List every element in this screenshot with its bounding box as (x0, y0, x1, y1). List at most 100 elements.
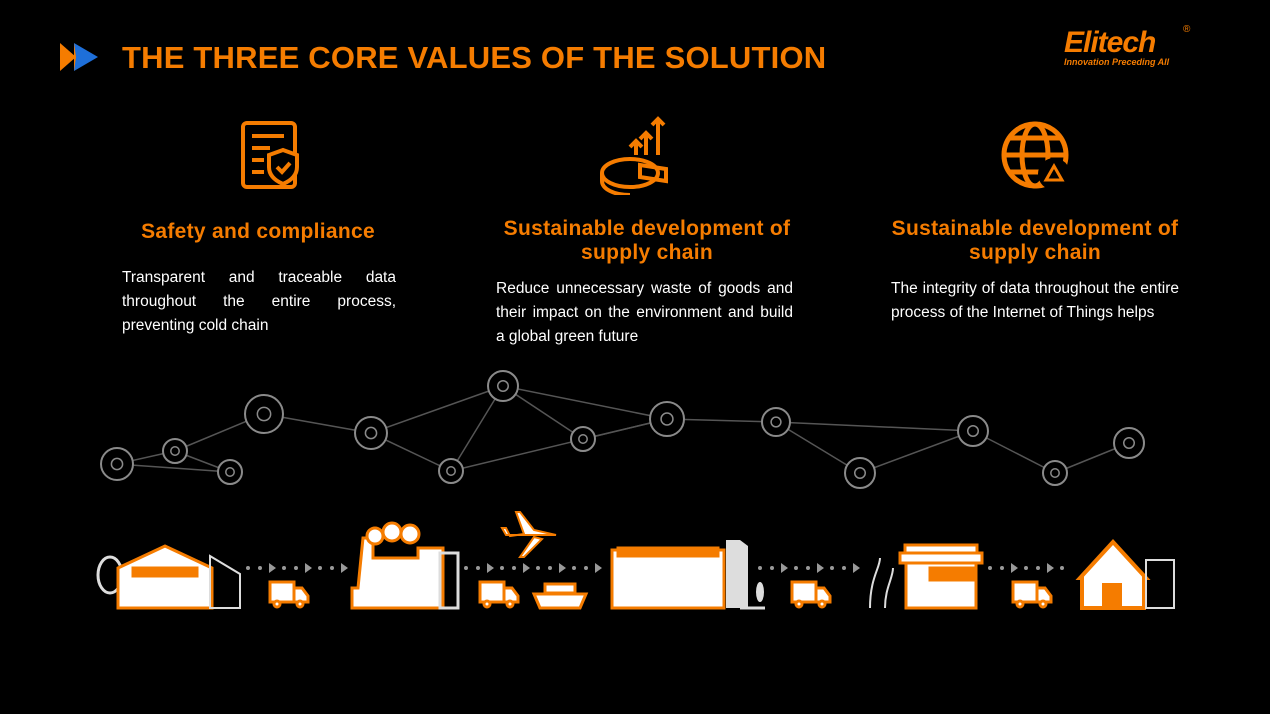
sensor-glyph (1123, 437, 1135, 449)
flow-arrow-icon (1047, 563, 1054, 573)
flow-dot (794, 566, 798, 570)
flow-dot (318, 566, 322, 570)
value-text: The integrity of data throughout the ent… (891, 280, 1179, 321)
flow-dot (584, 566, 588, 570)
flow-dot (476, 566, 480, 570)
flow-dot (536, 566, 540, 570)
flow-dot (258, 566, 262, 570)
flow-dot (512, 566, 516, 570)
warehouse-icon (96, 544, 241, 610)
sensor-glyph (170, 446, 180, 456)
value-safety: Safety and compliance Transparent and tr… (108, 220, 408, 338)
airplane-icon (500, 511, 557, 558)
value-sustainable-2: Sustainable development of supply chain … (885, 217, 1185, 325)
sensor-glyph (446, 466, 456, 476)
flow-dot (500, 566, 504, 570)
sensor-glyph (578, 434, 588, 444)
sensor-glyph (225, 467, 235, 477)
sensor-glyph (770, 416, 782, 428)
network-link (859, 430, 974, 474)
distribution-center-icon (610, 540, 765, 610)
document-shield-icon (241, 121, 299, 189)
value-title: Sustainable development of supply chain (891, 217, 1179, 264)
flow-dot (988, 566, 992, 570)
sensor-glyph (256, 406, 272, 422)
flow-dot (1000, 566, 1004, 570)
sensor-glyph (110, 457, 124, 471)
home-icon (1075, 539, 1175, 610)
sensor-node-icon (1113, 427, 1145, 459)
sensor-glyph (660, 412, 674, 426)
flow-arrow-icon (595, 563, 602, 573)
flow-dot (330, 566, 334, 570)
flow-dot (1060, 566, 1064, 570)
flow-arrow-icon (817, 563, 824, 573)
flow-dot (1024, 566, 1028, 570)
sensor-node-icon (162, 438, 188, 464)
flow-arrow-icon (1011, 563, 1018, 573)
value-title: Sustainable development of supply chain (503, 217, 791, 264)
value-text: Transparent and traceable data throughou… (122, 269, 396, 334)
truck-icon (790, 580, 832, 609)
truck-icon (478, 580, 520, 609)
flow-dot (294, 566, 298, 570)
flow-arrow-icon (305, 563, 312, 573)
flow-dot (1036, 566, 1040, 570)
flow-arrow-icon (781, 563, 788, 573)
sensor-node-icon (217, 459, 243, 485)
sensor-node-icon (100, 447, 134, 481)
flow-arrow-icon (853, 563, 860, 573)
sensor-node-icon (1042, 460, 1068, 486)
sensor-glyph (1050, 468, 1060, 478)
flow-dot (464, 566, 468, 570)
flow-dot (572, 566, 576, 570)
network-link (450, 385, 504, 472)
flow-dot (842, 566, 846, 570)
flow-arrow-icon (559, 563, 566, 573)
sensor-glyph (854, 467, 866, 479)
page-title: THE THREE CORE VALUES OF THE SOLUTION (122, 40, 827, 75)
network-link (775, 421, 861, 474)
sensor-node-icon (844, 457, 876, 489)
sensor-node-icon (244, 394, 284, 434)
flow-arrow-icon (341, 563, 348, 573)
globe-recycle-icon (1001, 121, 1070, 190)
sensor-node-icon (761, 407, 791, 437)
sensor-node-icon (957, 415, 989, 447)
sensor-node-icon (438, 458, 464, 484)
flow-dot (246, 566, 250, 570)
flow-arrow-icon (523, 563, 530, 573)
truck-icon (1011, 580, 1053, 609)
truck-icon (268, 580, 310, 609)
flow-dot (830, 566, 834, 570)
value-sustainable-1: Sustainable development of supply chain … (496, 217, 797, 349)
network-link (370, 385, 504, 434)
sensor-node-icon (354, 416, 388, 450)
network-link (502, 385, 668, 420)
sensor-glyph (967, 425, 979, 437)
sensor-node-icon (570, 426, 596, 452)
flow-dot (282, 566, 286, 570)
pie-chart-growth-icon (600, 116, 668, 195)
flow-dot (758, 566, 762, 570)
sensor-node-icon (649, 401, 685, 437)
network-link (775, 421, 974, 432)
factory-icon (350, 521, 460, 610)
elitech-logo: Elitech® Innovation Preceding All (1064, 24, 1191, 67)
flow-arrow-icon (269, 563, 276, 573)
ship-icon (531, 582, 589, 610)
network-link (116, 463, 231, 473)
sensor-glyph (497, 380, 509, 392)
flow-arrow-icon (487, 563, 494, 573)
store-icon (869, 543, 984, 610)
sensor-node-icon (487, 370, 519, 402)
value-text: Reduce unnecessary waste of goods and th… (496, 280, 793, 345)
flow-dot (548, 566, 552, 570)
sensor-glyph (364, 426, 378, 440)
double-arrow-icon (60, 43, 98, 71)
value-title: Safety and compliance (141, 220, 375, 243)
flow-dot (806, 566, 810, 570)
network-link (666, 418, 777, 423)
